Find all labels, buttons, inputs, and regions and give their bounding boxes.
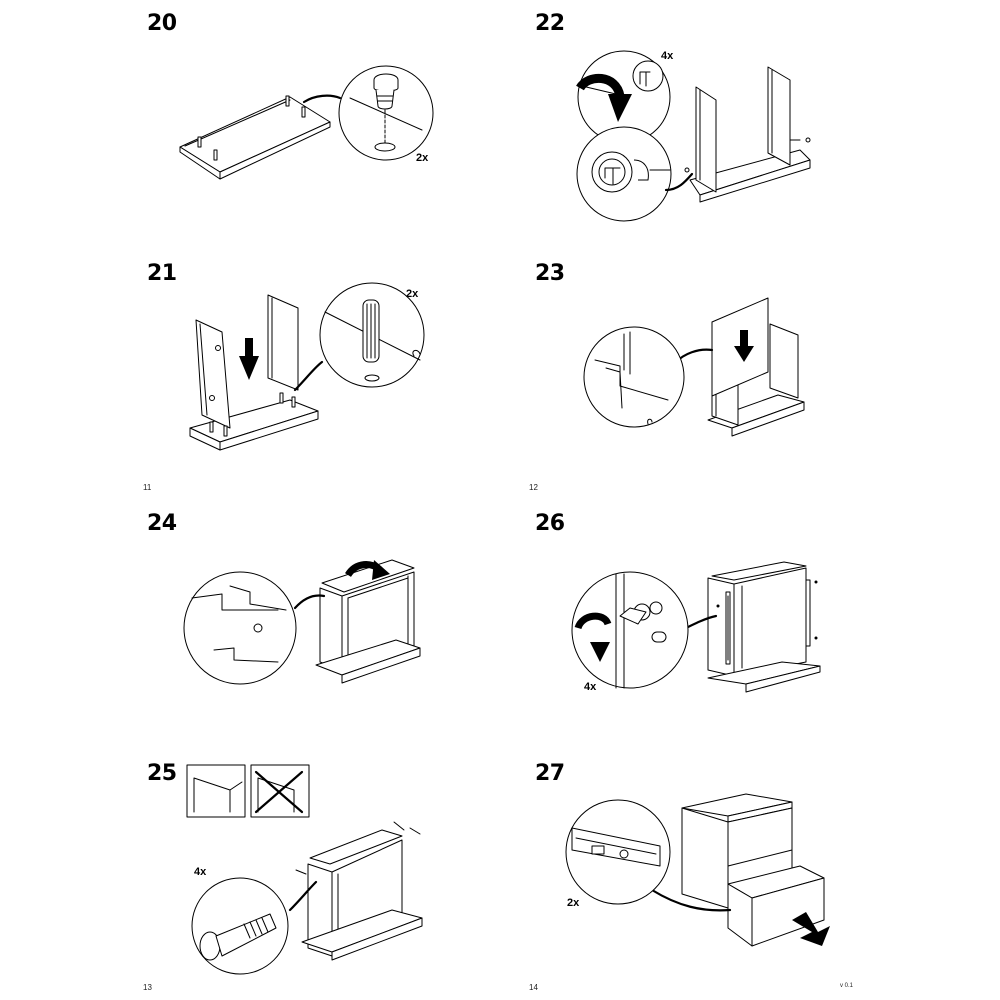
step-26-illustration xyxy=(520,500,1000,750)
step-24: 24 xyxy=(130,500,630,750)
step-number: 20 xyxy=(147,11,177,36)
step-25-illustration xyxy=(130,750,630,1000)
quantity-label: 4x xyxy=(194,866,207,878)
page-number: 14 xyxy=(529,983,538,992)
step-number: 22 xyxy=(535,11,565,36)
detail-zoom-icon xyxy=(577,127,671,221)
detail-zoom-icon xyxy=(320,283,424,387)
quantity-label: 2x xyxy=(406,288,419,300)
step-23: 23 xyxy=(520,250,1000,500)
step-26: 26 4x xyxy=(520,500,1000,750)
cross-out-icon xyxy=(251,765,309,817)
step-number: 27 xyxy=(535,761,565,786)
step-21: 21 xyxy=(130,250,630,500)
step-23-illustration xyxy=(520,250,1000,500)
quantity-label: 2x xyxy=(567,897,580,909)
step-number: 26 xyxy=(535,511,565,536)
detail-zoom-icon xyxy=(339,66,433,160)
step-20-illustration xyxy=(130,0,630,250)
version-label: v 0.1 xyxy=(840,983,854,989)
step-25: 25 xyxy=(130,750,630,1000)
step-20: 20 2x xyxy=(130,0,630,250)
detail-zoom-icon xyxy=(184,572,296,684)
quantity-label: 2x xyxy=(416,152,429,164)
rotate-arrow-icon xyxy=(578,616,610,662)
step-number: 24 xyxy=(147,511,177,536)
step-27-illustration xyxy=(520,750,830,1000)
quantity-label: 4x xyxy=(584,681,597,693)
step-22-illustration xyxy=(520,0,1000,250)
page-number: 12 xyxy=(529,483,538,492)
down-arrow-icon xyxy=(734,330,754,362)
detail-zoom-icon xyxy=(584,327,684,427)
detail-zoom-icon xyxy=(572,572,688,688)
detail-zoom-icon xyxy=(192,878,288,974)
step-22: 22 xyxy=(520,0,1000,250)
quantity-label: 4x xyxy=(661,50,674,62)
page-number: 11 xyxy=(143,483,152,492)
step-number: 23 xyxy=(535,261,565,286)
step-number: 25 xyxy=(147,761,177,786)
step-21-illustration xyxy=(130,250,630,500)
page-number: 13 xyxy=(143,983,152,992)
push-arrow-icon xyxy=(792,912,830,946)
step-27: 27 2x xyxy=(520,750,1000,1000)
down-arrow-icon xyxy=(239,338,259,380)
detail-zoom-icon xyxy=(566,800,670,904)
rotate-arrow-icon xyxy=(580,78,632,122)
step-24-illustration xyxy=(130,500,630,750)
step-number: 21 xyxy=(147,261,177,286)
rotate-arrow-icon xyxy=(348,560,390,580)
